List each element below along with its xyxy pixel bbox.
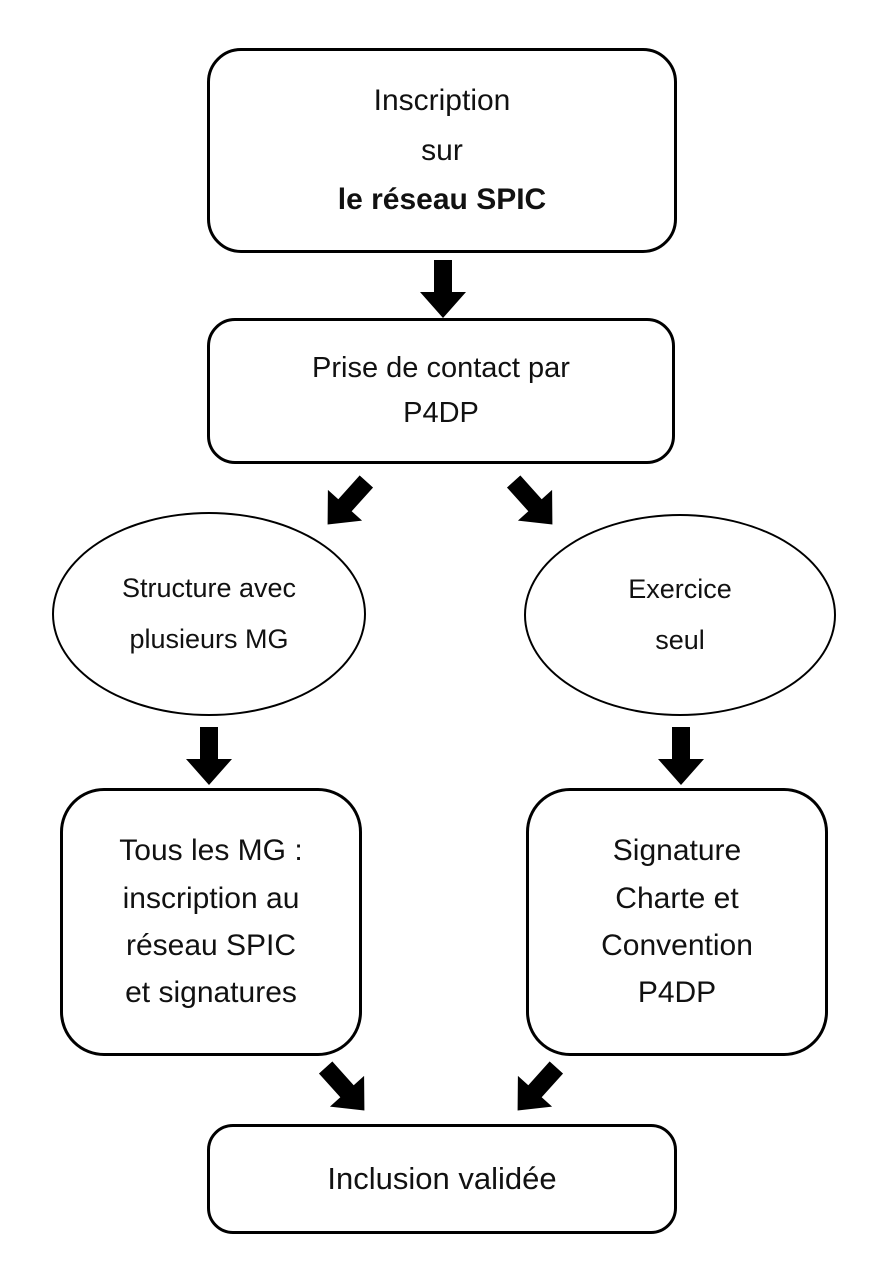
node-text-line: Charte et bbox=[615, 881, 739, 915]
node-text-line: P4DP bbox=[637, 976, 717, 1010]
node-text-line: Tous les MG : bbox=[119, 834, 303, 868]
node-text-line: plusieurs MG bbox=[129, 624, 289, 654]
arrow-contact-to-exercice-icon bbox=[506, 475, 553, 525]
node-text-line: et signatures bbox=[125, 976, 297, 1010]
node-text-line: P4DP bbox=[403, 397, 479, 429]
node-text-line: Structure avec bbox=[121, 572, 297, 603]
node-text-line: sur bbox=[421, 133, 463, 167]
arrow-signature-to-inclusion-icon bbox=[517, 1061, 564, 1111]
node-text-line: Inscription bbox=[373, 84, 511, 118]
node-text-line: Signature bbox=[612, 834, 742, 868]
arrow-contact-to-structure-icon bbox=[327, 475, 374, 525]
node-text-line: Convention bbox=[601, 929, 753, 962]
arrow-exercice-to-signature-icon bbox=[658, 727, 704, 785]
arrow-tousmg-to-inclusion-icon bbox=[318, 1061, 365, 1111]
node-text-line: le réseau SPIC bbox=[337, 183, 547, 217]
node-tous-les-mg-inscription: Tous les MG : inscription au réseau SPIC… bbox=[60, 788, 362, 1056]
arrow-structure-to-tousmg-icon bbox=[186, 727, 232, 785]
arrow-inscription-to-contact-icon bbox=[420, 260, 466, 318]
node-prise-de-contact-p4dp: Prise de contact par P4DP bbox=[207, 318, 675, 464]
node-text-line: Exercice bbox=[628, 573, 732, 604]
node-structure-plusieurs-mg: Structure avec plusieurs MG bbox=[52, 512, 366, 716]
node-text-line: seul bbox=[655, 625, 705, 655]
node-signature-charte-convention: Signature Charte et Convention P4DP bbox=[526, 788, 828, 1056]
node-inclusion-validee: Inclusion validée bbox=[207, 1124, 677, 1234]
node-text-line: réseau SPIC bbox=[125, 929, 297, 962]
node-text-line: Prise de contact par bbox=[312, 352, 570, 385]
node-text-line: inscription au bbox=[122, 881, 300, 915]
node-exercice-seul: Exercice seul bbox=[524, 514, 836, 716]
node-text-line: Inclusion validée bbox=[327, 1161, 557, 1196]
node-inscription-reseau-spic: Inscription sur le réseau SPIC bbox=[207, 48, 677, 253]
